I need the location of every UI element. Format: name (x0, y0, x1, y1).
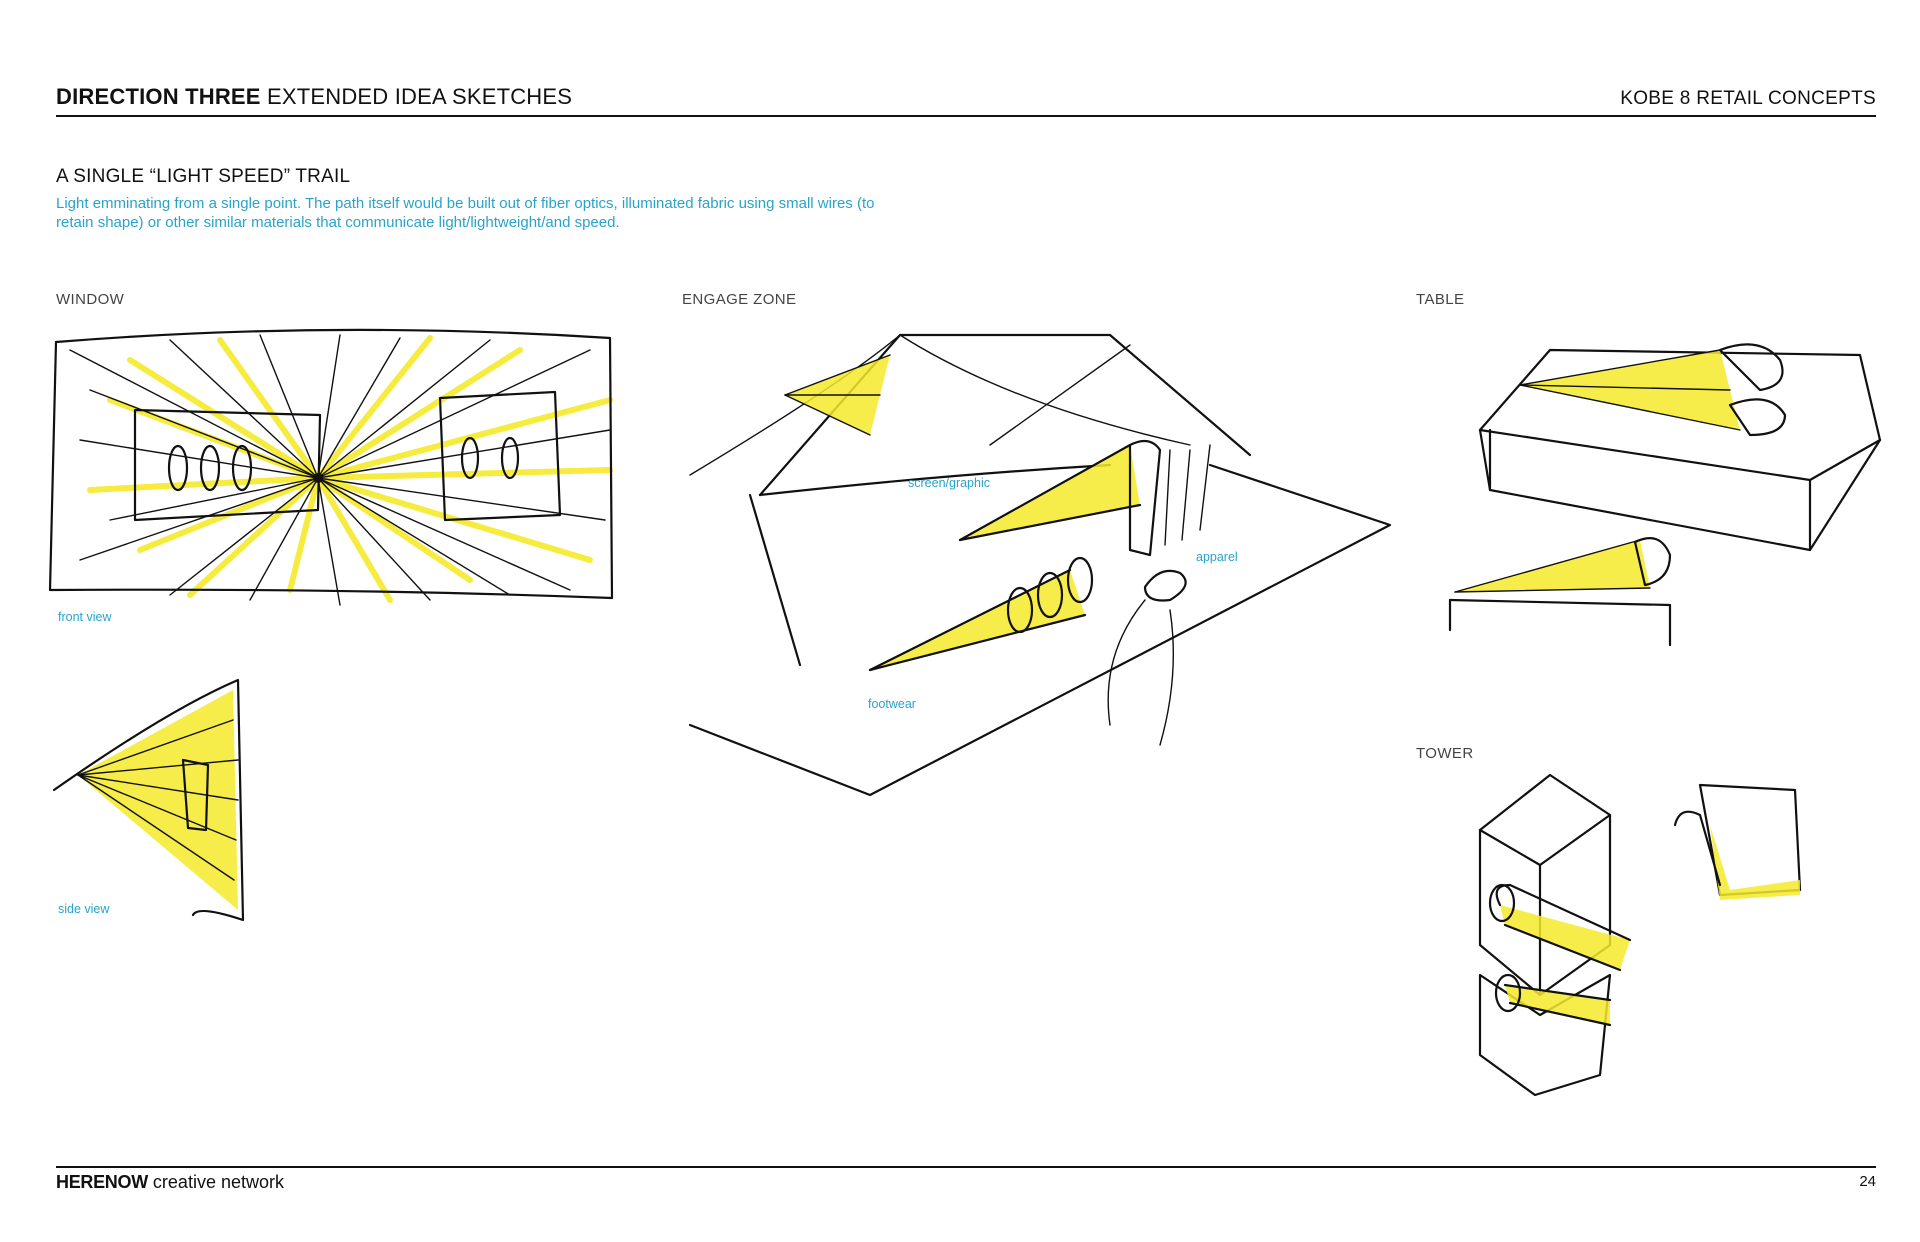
window-side-sketch (52, 678, 245, 922)
tower-label: TOWER (1416, 745, 1474, 762)
window-label: WINDOW (56, 291, 125, 308)
side-view-note: side view (58, 902, 110, 916)
direction-title: DIRECTION THREE (56, 84, 261, 109)
page-header-title: DIRECTION THREE EXTENDED IDEA SKETCHES (56, 84, 572, 110)
light-rays-ink (69, 334, 611, 606)
apparel-note: apparel (1196, 550, 1238, 564)
table-sketch (1448, 343, 1882, 647)
screen-graphic-note: screen/graphic (908, 476, 990, 490)
brand-name: HERENOW (56, 1172, 148, 1192)
brand-tagline: creative network (152, 1172, 284, 1192)
footwear-note: footwear (868, 697, 916, 711)
tower-sketch (1478, 773, 1802, 1097)
section-title: A SINGLE “LIGHT SPEED” TRAIL (56, 166, 351, 187)
table-label: TABLE (1416, 291, 1465, 308)
footer-divider (56, 1166, 1876, 1168)
window-front-sketch (48, 328, 614, 606)
engage-zone-sketch (688, 333, 1392, 797)
page-number: 24 (1859, 1173, 1876, 1190)
front-view-note: front view (58, 610, 112, 624)
header-divider (56, 115, 1876, 117)
project-name: KOBE 8 RETAIL CONCEPTS (1620, 88, 1876, 109)
footer-brand: HERENOW creative network (56, 1172, 284, 1193)
direction-subtitle: EXTENDED IDEA SKETCHES (267, 84, 573, 109)
section-description: Light emminating from a single point. Th… (56, 195, 875, 231)
engage-zone-label: ENGAGE ZONE (682, 291, 797, 308)
